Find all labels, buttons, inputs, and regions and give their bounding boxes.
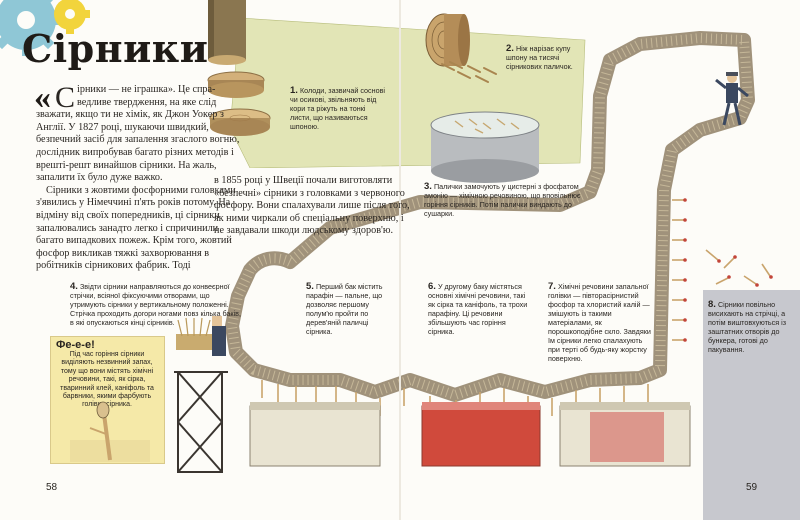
step-caption-8: 8. Сірники повільно висихають на стрічці… — [708, 299, 787, 354]
step-caption-7: 7. Хімічні речовини запальної голівки — … — [548, 281, 651, 363]
veneer-roll-illustration — [425, 13, 470, 67]
page-title: Сірники — [22, 26, 209, 71]
page-number-left: 58 — [46, 482, 58, 493]
step-caption-4: 4. Звідти сірники направляються до конве… — [70, 281, 241, 327]
cut-sticks-illustration — [441, 61, 497, 83]
intro-paragraph-1: ірники — не іграшка». Це спра­ведливе тв… — [36, 84, 240, 184]
gear-decoration — [0, 0, 90, 56]
drop-cap: С — [55, 81, 76, 114]
chemical-tank — [421, 405, 541, 467]
gear-icon — [54, 0, 90, 34]
worker-figure-illustration — [715, 72, 749, 126]
step-caption-1: 1. Колоди, зазвичай соснові чи осикові, … — [290, 85, 386, 131]
log-illustration — [208, 0, 246, 65]
phosphate-tank-illustration — [430, 111, 540, 183]
step-caption-6: 6. У другому баку містяться основні хімі… — [428, 281, 528, 336]
step-caption-3: 3. Палички замочують у цистерні з фосфат… — [424, 181, 581, 218]
intro-text: « С ірники — не іграшка». Це спра­ведлив… — [34, 79, 246, 273]
step-caption-2: 2. Ніж нарізає купу шпону на тисячі сірн… — [506, 43, 573, 71]
paraffin-tank — [249, 405, 381, 467]
intro-paragraph-2: Сірники з жовтими фосфорними головками з… — [36, 184, 236, 272]
opening-quote-mark: « — [34, 79, 51, 116]
tanks-illustration — [249, 402, 691, 467]
mid-paragraph: в 1855 році у Швеції почали виготовляти … — [214, 175, 410, 237]
log-discs-illustration — [207, 71, 271, 136]
scaffold-illustration — [174, 316, 228, 473]
page-gutter — [399, 0, 401, 520]
drying-bunker-panel — [703, 290, 800, 520]
page-number-right: 59 — [746, 482, 758, 493]
step-caption-5: 5. Перший бак містить парафін — пальне, … — [306, 281, 383, 336]
match-character-illustration — [70, 401, 150, 462]
side-note-heading: Фе-е-е! — [56, 339, 95, 351]
